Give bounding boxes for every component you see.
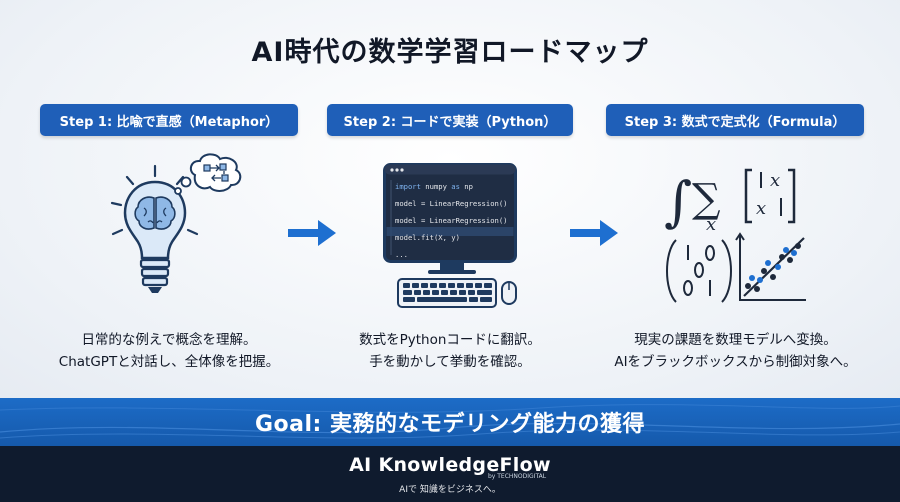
page-title: AI時代の数学学習ロードマップ [251,37,649,68]
step-3-description: 現実の課題を数理モデルへ変換。 AIをブラックボックスから制御対象へ。 [614,332,857,370]
math-formula-icon: ∫ ∑ x x x [664,168,806,303]
goal-banner: Goal: 実務的なモデリング能力の獲得 [0,398,900,446]
svg-text:∫: ∫ [664,170,692,233]
step-1-label: Step 1: 比喩で直感（Metaphor） [40,104,298,136]
svg-text:∑: ∑ [692,176,721,222]
code-line-3: model = LinearRegression() [395,216,508,225]
step-3-label: Step 3: 数式で定式化（Formula） [606,104,864,136]
step-2-label: Step 2: コードで実装（Python） [327,104,573,136]
svg-text:x: x [770,170,780,191]
footer: AI KnowledgeFlow by TECHNODIGITAL AIで 知識… [0,446,900,502]
computer-code-icon: import numpy as np model = LinearRegress… [383,163,517,263]
code-line-1: import numpy as np [395,182,473,191]
arrow-right-icon [288,220,336,246]
svg-text:x: x [756,198,766,219]
brand-subtitle: by TECHNODIGITAL [488,473,547,480]
code-line-5: ... [395,250,408,259]
arrow-right-icon [570,220,618,246]
goal-text: Goal: 実務的なモデリング能力の獲得 [254,412,646,437]
code-line-2: model = LinearRegression() [395,199,508,208]
step-2-description: 数式をPythonコードに翻訳。 手を動かして挙動を確認。 [359,332,541,370]
step-1-description: 日常的な例えで概念を理解。 ChatGPTと対話し、全体像を把握。 [58,332,280,370]
svg-text:x: x [706,214,716,235]
brand-name: AI KnowledgeFlow [349,454,551,476]
keyboard-mouse-icon [397,262,517,308]
wave-decoration [0,404,900,439]
tagline: AIで 知識をビジネスへ。 [399,485,501,495]
code-line-4: model.fit(X, y) [395,233,460,242]
lightbulb-brain-icon [110,153,242,293]
